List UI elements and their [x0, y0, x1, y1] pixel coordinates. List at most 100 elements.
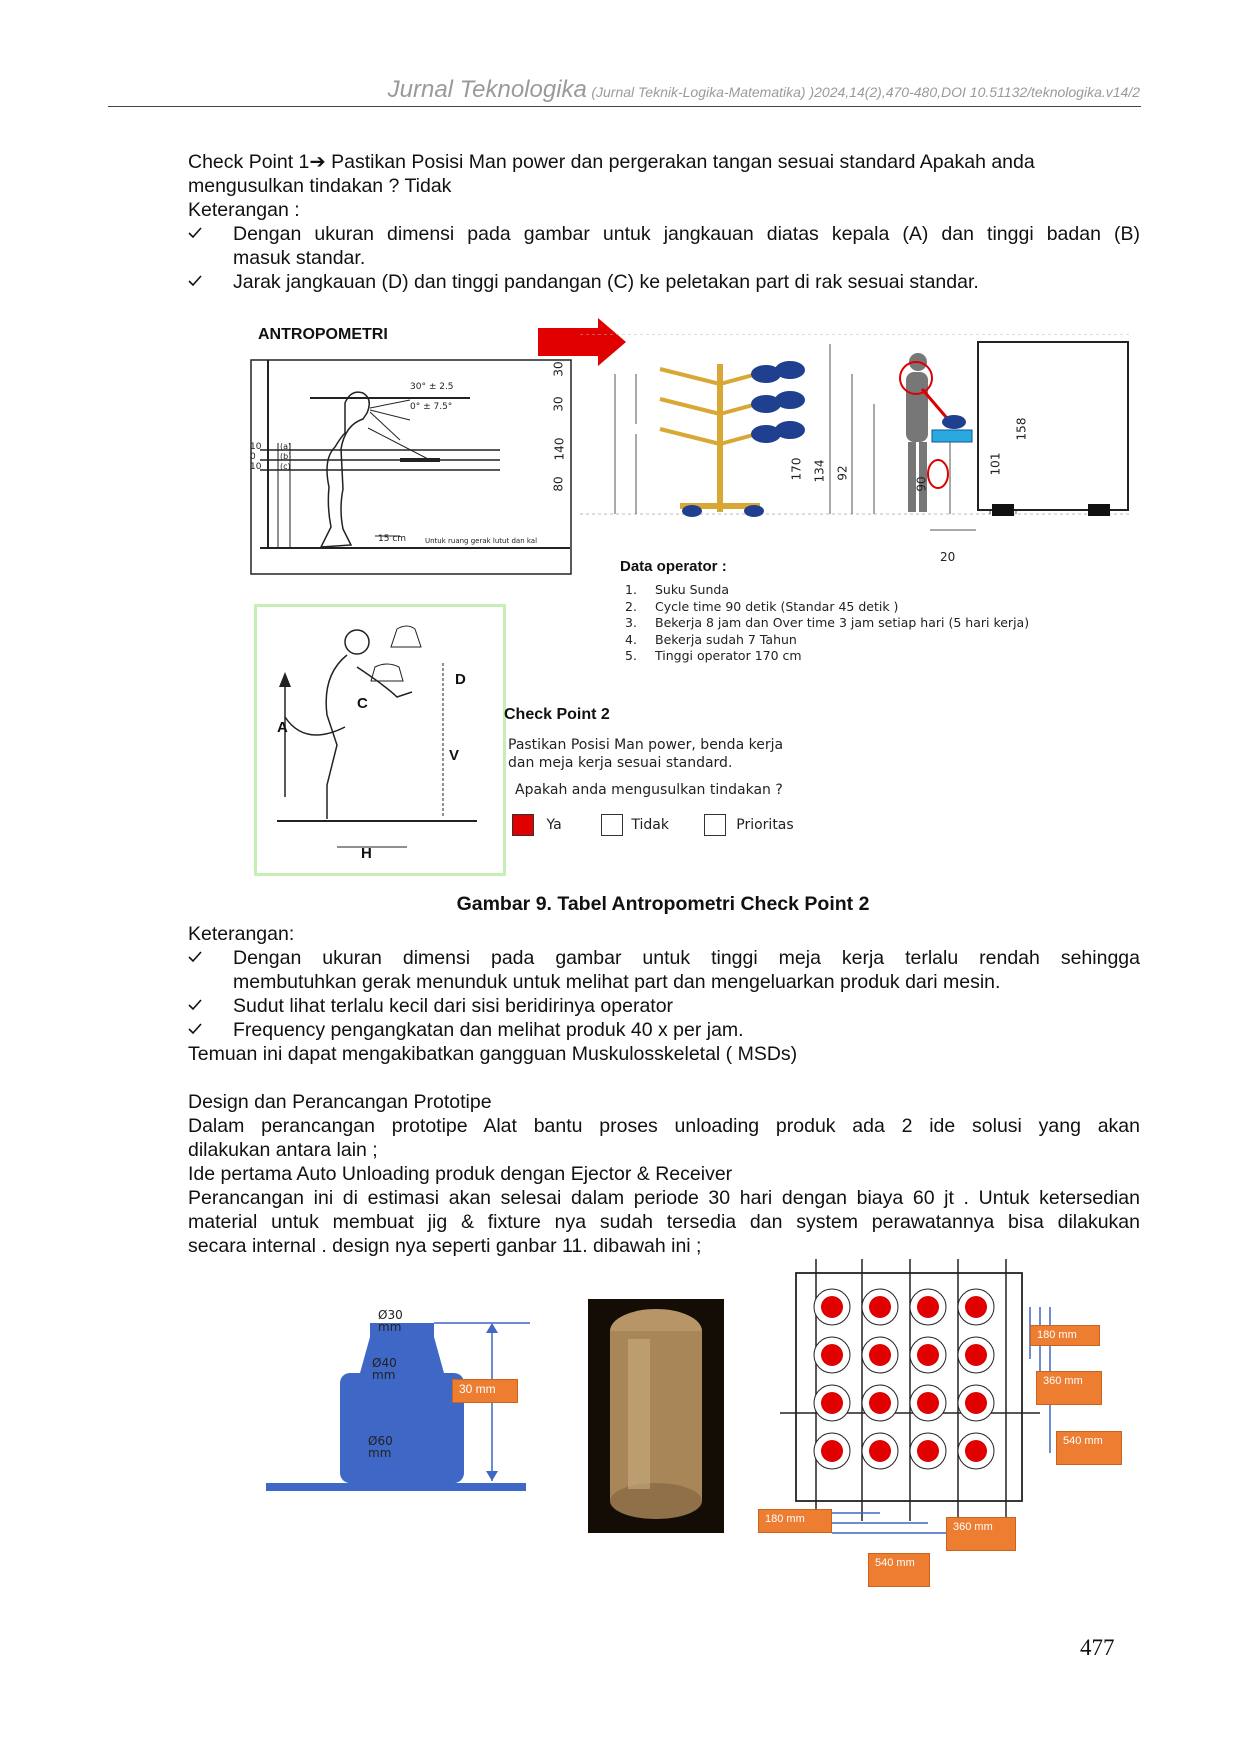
posture-label-c: C: [357, 695, 368, 712]
bullet-1-line-a: Dengan ukuran dimensi pada gambar untuk …: [233, 223, 1140, 245]
ket2-bullet-1-line-b: membutuhkan gerak menunduk untuk melihat…: [233, 971, 1001, 993]
page-number: 477: [1080, 1635, 1115, 1660]
person-dim-158: 158: [1014, 417, 1029, 441]
posture-diagram: [277, 625, 477, 848]
ket2-bullet-1-line-a: Dengan ukuran dimensi pada gambar untuk …: [233, 947, 1140, 969]
journal-name: Jurnal Teknologika: [387, 76, 587, 103]
check-point-1: Check Point 1➔ Pastikan Posisi Man power…: [188, 150, 1138, 222]
red-arrow-icon: [538, 318, 626, 366]
product-photo: [588, 1299, 724, 1533]
diameter-60-unit: mm: [368, 1446, 392, 1460]
checkbox-prioritas: [703, 814, 726, 836]
design-p1-line-b: dilakukan antara lain ;: [188, 1139, 378, 1161]
antropometri-title: ANTROPOMETRI: [258, 326, 388, 343]
data-operator-item: 5.Tinggi operator 170 cm: [625, 648, 802, 663]
person-dim-101: 101: [988, 452, 1003, 476]
checkmark-icon: [188, 946, 218, 970]
person-dim-90: 90: [914, 476, 929, 492]
data-operator-title: Data operator :: [620, 558, 727, 575]
option-ya-label: Ya: [546, 817, 562, 833]
level-tag: (a): [280, 442, 292, 451]
ket2-bullet-2-text: Sudut lihat terlalu kecil dari sisi beri…: [233, 995, 674, 1017]
grid-right-dim-360: 360 mm: [1036, 1371, 1102, 1405]
ket2-bullet-3-text: Frequency pengangkatan dan melihat produ…: [233, 1019, 744, 1041]
level-tags: (a) (b) (c): [280, 442, 291, 472]
level-label: 0: [250, 452, 256, 462]
diameter-60-value: Ø60: [368, 1434, 393, 1448]
bullet-2-text: Jarak jangkauan (D) dan tinggi pandangan…: [233, 271, 979, 293]
design-title: Design dan Perancangan Prototipe: [188, 1091, 492, 1113]
running-header: Jurnal Teknologika (Jurnal Teknik-Logika…: [110, 76, 1140, 104]
design-p1-line-a: Dalam perancangan prototipe Alat bantu p…: [188, 1115, 1140, 1137]
level-tag: (b): [280, 452, 292, 461]
data-operator-item: 1.Suku Sunda: [625, 582, 729, 597]
person-dim-170: 170: [789, 457, 804, 481]
checkmark-icon: [188, 270, 218, 294]
header-rule: [108, 106, 1141, 107]
check-point-2-line: dan meja kerja sesuai standard.: [508, 755, 733, 771]
grid-bottom-dim-180: 180 mm: [758, 1509, 832, 1533]
data-operator-item: 3.Bekerja 8 jam dan Over time 3 jam seti…: [625, 615, 1030, 630]
grid-right-dim-540: 540 mm: [1056, 1431, 1122, 1465]
rack-dim-30b: 30: [551, 396, 566, 412]
check-point-2-options: Ya Tidak Prioritas: [512, 814, 794, 836]
check-point-2-title: Check Point 2: [504, 706, 610, 723]
grid-right-dim-180: 180 mm: [1030, 1325, 1100, 1346]
posture-panel: A C D V H: [254, 604, 506, 876]
option-prioritas-label: Prioritas: [736, 817, 794, 833]
design-p3-line-b: material untuk membuat jig & fixture nya…: [188, 1211, 1140, 1233]
check-point-1-line2: mengusulkan tindakan ? Tidak: [188, 175, 452, 197]
data-operator-item: 4.Bekerja sudah 7 Tahun: [625, 631, 797, 647]
check-point-2-question: Apakah anda mengusulkan tindakan ?: [515, 782, 783, 798]
rack-operator-diagram: [580, 334, 1132, 531]
posture-label-d: D: [455, 671, 466, 688]
data-operator-list: 1.Suku Sunda 2.Cycle time 90 detik (Stan…: [625, 582, 1029, 665]
figure-9: ANTROPOMETRI 30° ± 2.5 0° ± 7.5° 15 cm U…: [250, 318, 1132, 876]
posture-label-a: A: [277, 719, 288, 736]
distance-note: Untuk ruang gerak lutut dan kal: [425, 537, 538, 545]
checkmark-icon: [188, 222, 218, 246]
grid-bottom-dim-360: 360 mm: [946, 1517, 1016, 1551]
diameter-30-unit: mm: [378, 1320, 402, 1334]
diameter-40-label: Ø40 mm: [372, 1357, 397, 1381]
rack-dim-80: 80: [551, 476, 566, 492]
level-tag: (c): [280, 462, 291, 471]
checkbox-tidak: [600, 814, 623, 836]
checkmark-icon: [188, 1018, 218, 1042]
design-section: Design dan Perancangan Prototipe Dalam p…: [188, 1090, 1140, 1258]
person-dim-92: 92: [835, 465, 850, 481]
angle-label-2: 0° ± 7.5°: [410, 402, 453, 412]
rack-dim-30a: 30: [551, 361, 566, 377]
posture-label-h: H: [361, 845, 372, 862]
figure-11: Ø30 mm Ø40 mm Ø60 mm 30 mm: [260, 1255, 1140, 1595]
level-labels: 10 0 10: [250, 442, 261, 472]
check-point-1-line1: Check Point 1➔ Pastikan Posisi Man power…: [188, 151, 1035, 173]
checkmark-icon: [188, 994, 218, 1018]
bullet-1-line-b: masuk standar.: [233, 247, 366, 269]
design-p3-line-c: secara internal . design nya seperti gan…: [188, 1235, 702, 1257]
journal-reference: (Jurnal Teknik-Logika-Matematika) )2024,…: [591, 84, 1140, 100]
temuan-text: Temuan ini dapat mengakibatkan gangguan …: [188, 1043, 798, 1065]
design-p2: Ide pertama Auto Unloading produk dengan…: [188, 1163, 733, 1185]
grid-holes: [813, 1288, 995, 1470]
check-point-2-text: Pastikan Posisi Man power, benda kerja d…: [508, 736, 783, 772]
person-dim-134: 134: [812, 459, 827, 483]
grid-bottom-dim-540: 540 mm: [868, 1553, 930, 1587]
figure-9-caption: Gambar 9. Tabel Antropometri Check Point…: [456, 893, 870, 915]
design-p3-line-a: Perancangan ini di estimasi akan selesai…: [188, 1187, 1140, 1209]
check-point-2-line: Pastikan Posisi Man power, benda kerja: [508, 737, 784, 753]
ejector-drawing: [266, 1322, 530, 1491]
data-operator-item: 2.Cycle time 90 detik (Standar 45 detik …: [625, 598, 899, 614]
diameter-40-unit: mm: [372, 1368, 396, 1382]
diameter-30-value: Ø30: [378, 1308, 403, 1322]
level-label: 10: [250, 442, 262, 452]
grid-plate-drawing: [780, 1259, 1051, 1534]
posture-label-v: V: [449, 747, 460, 764]
level-label: 10: [250, 462, 262, 472]
checkbox-ya-checked: [512, 814, 534, 836]
distance-label: 15 cm: [378, 534, 407, 544]
height-30mm-label: 30 mm: [452, 1379, 518, 1403]
option-tidak-label: Tidak: [631, 817, 669, 833]
keterangan-2-label: Keterangan:: [188, 923, 295, 945]
angle-label-1: 30° ± 2.5: [410, 382, 454, 392]
